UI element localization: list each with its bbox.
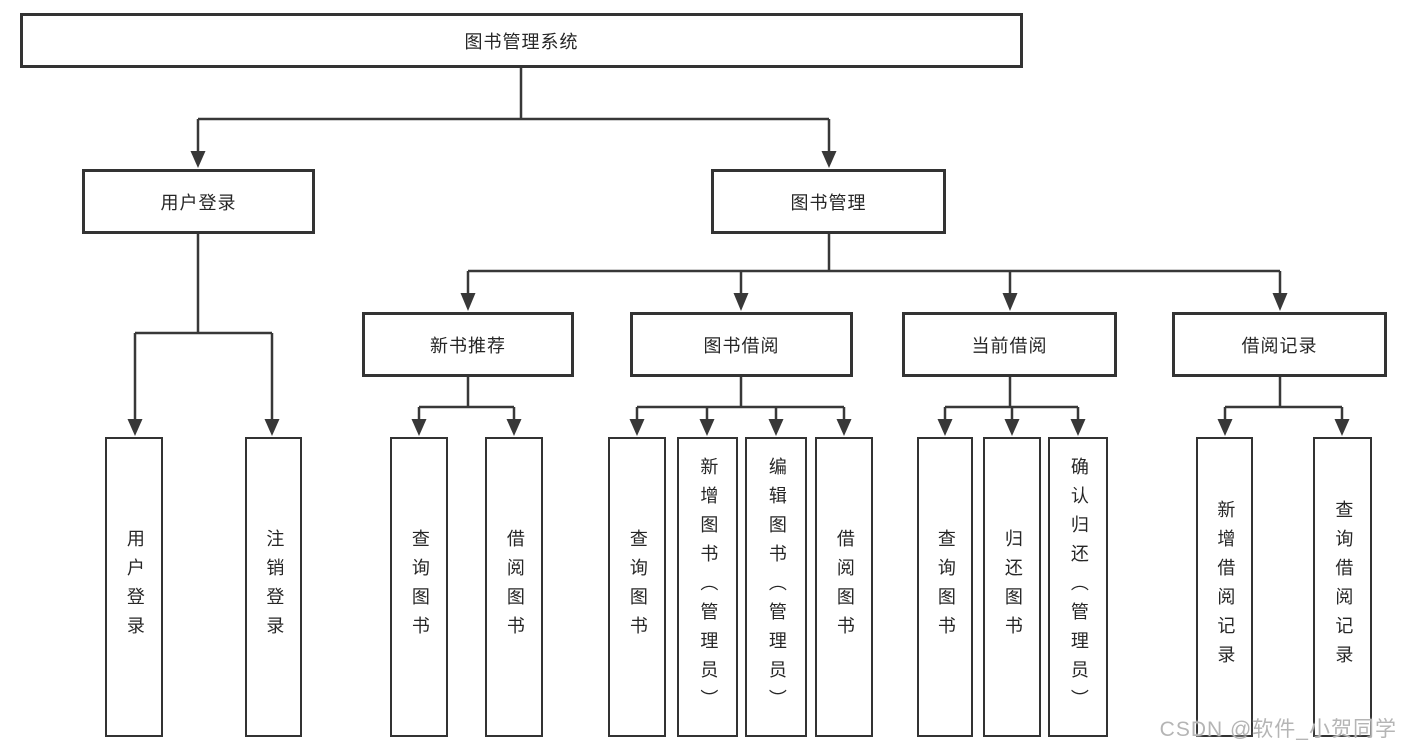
leaf-borrow-book-label: 借阅图书 xyxy=(834,529,855,645)
leaf-borrow-query: 查询图书 xyxy=(608,437,666,737)
leaf-current-confirm-admin: 确认归还（管理员） xyxy=(1048,437,1108,737)
node-new-books-label: 新书推荐 xyxy=(430,335,506,356)
leaf-current-confirm-admin-label: 确认归还（管理员） xyxy=(1068,456,1089,718)
leaf-borrow-edit-admin-label: 编辑图书（管理员） xyxy=(766,456,787,718)
csdn-watermark: CSDN @软件_小贺同学 xyxy=(1159,718,1397,741)
node-new-books: 新书推荐 xyxy=(362,312,574,377)
leaf-records-add: 新增借阅记录 xyxy=(1196,437,1253,737)
leaf-current-return-label: 归还图书 xyxy=(1002,529,1023,645)
leaf-records-add-label: 新增借阅记录 xyxy=(1215,500,1236,674)
leaf-logout-label: 注销登录 xyxy=(264,529,285,645)
leaf-borrow-edit-admin: 编辑图书（管理员） xyxy=(745,437,807,737)
leaf-current-return: 归还图书 xyxy=(983,437,1041,737)
leaf-newbooks-query-label: 查询图书 xyxy=(409,529,430,645)
node-borrow-records: 借阅记录 xyxy=(1172,312,1387,377)
node-borrow-records-label: 借阅记录 xyxy=(1241,335,1318,356)
leaf-borrow-add-admin: 新增图书（管理员） xyxy=(677,437,738,737)
leaf-records-query-label: 查询借阅记录 xyxy=(1333,500,1354,674)
leaf-logout: 注销登录 xyxy=(245,437,302,737)
leaf-records-query: 查询借阅记录 xyxy=(1313,437,1372,737)
leaf-borrow-query-label: 查询图书 xyxy=(627,529,648,645)
leaf-current-query: 查询图书 xyxy=(917,437,973,737)
node-book-mgmt-label: 图书管理 xyxy=(790,192,867,213)
node-book-mgmt: 图书管理 xyxy=(711,169,946,234)
leaf-borrow-add-admin-label: 新增图书（管理员） xyxy=(698,456,719,718)
node-root: 图书管理系统 xyxy=(20,13,1023,68)
node-user-login: 用户登录 xyxy=(82,169,315,234)
leaf-newbooks-borrow-label: 借阅图书 xyxy=(504,529,525,645)
leaf-current-query-label: 查询图书 xyxy=(935,529,956,645)
node-current-borrow-label: 当前借阅 xyxy=(971,335,1048,356)
node-book-borrow: 图书借阅 xyxy=(630,312,853,377)
node-root-label: 图书管理系统 xyxy=(464,31,579,52)
node-book-borrow-label: 图书借阅 xyxy=(703,335,780,356)
leaf-user-login-label: 用户登录 xyxy=(124,529,145,645)
leaf-borrow-book: 借阅图书 xyxy=(815,437,873,737)
leaf-user-login: 用户登录 xyxy=(105,437,163,737)
leaf-newbooks-borrow: 借阅图书 xyxy=(485,437,543,737)
node-user-login-label: 用户登录 xyxy=(160,192,237,213)
node-current-borrow: 当前借阅 xyxy=(902,312,1117,377)
leaf-newbooks-query: 查询图书 xyxy=(390,437,448,737)
